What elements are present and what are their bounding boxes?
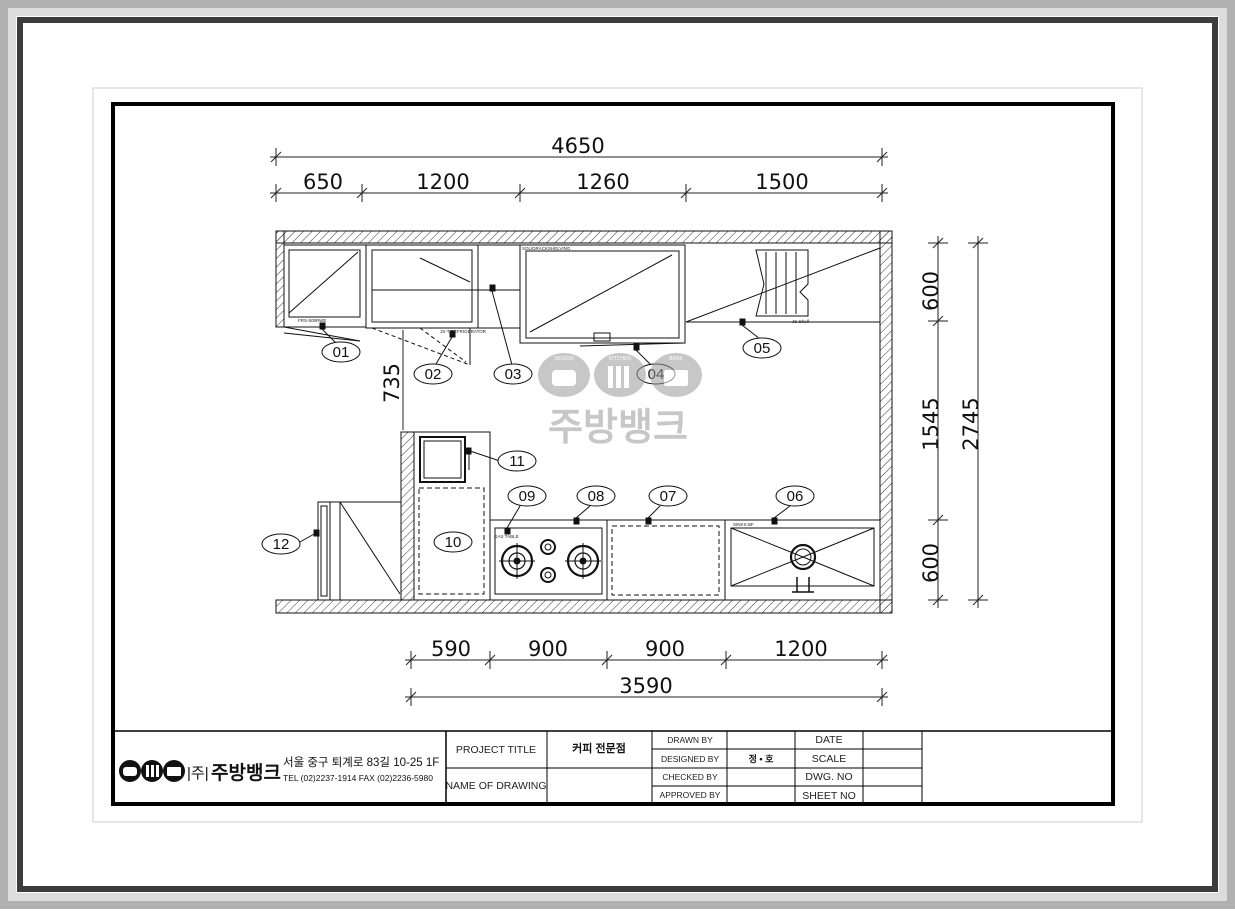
name-of-drawing-label: NAME OF DRAWING — [445, 780, 546, 792]
svg-text:03: 03 — [505, 366, 522, 383]
outer-frame-mid — [8, 8, 1227, 901]
svg-text:06: 06 — [787, 488, 804, 505]
dwg-no-label: DWG. NO — [805, 771, 852, 783]
svg-text:01: 01 — [333, 344, 350, 361]
equip-11-unit — [419, 436, 466, 483]
dim-bottom-seg-3: 900 — [645, 637, 685, 661]
wall-left-lower — [400, 431, 415, 601]
leaders — [297, 284, 791, 544]
label-e01: FRS-505RWE — [298, 318, 326, 323]
dim-top-seg-3: 1260 — [576, 170, 629, 194]
equipment-outlines — [283, 244, 881, 601]
dim-left-gap: 735 — [380, 363, 404, 403]
approved-by-label: APPROVED BY — [660, 790, 721, 800]
company-name: 주방뱅크 — [211, 762, 281, 784]
drawing-border — [111, 102, 1115, 806]
equip-07-worktable — [606, 519, 726, 601]
svg-text:09: 09 — [519, 488, 536, 505]
wall-top — [275, 230, 893, 244]
tag-08: 08 — [576, 485, 616, 507]
title-block — [113, 730, 1113, 804]
tag-10: 10 — [433, 531, 473, 553]
tag-11: 11 — [497, 450, 537, 472]
svg-text:02: 02 — [425, 366, 442, 383]
dim-right-seg-1: 600 — [919, 271, 943, 311]
dim-top-seg-2: 1200 — [416, 170, 469, 194]
svg-text:12: 12 — [273, 536, 290, 553]
company-address: 서울 중구 퇴계로 83길 10-25 1F — [283, 756, 439, 769]
dim-bottom-seg-1: 590 — [431, 637, 471, 661]
small-labels: FRS-505RWE JS-T REFRIGERATOR SOLIDRACKSH… — [298, 246, 810, 539]
equip-10-table — [413, 431, 491, 601]
watermark-brand: 주방뱅크 — [548, 407, 688, 449]
tag-07: 07 — [648, 485, 688, 507]
sheet-no-label: SHEET NO — [802, 790, 855, 802]
tag-01: 01 — [321, 341, 361, 363]
tag-09: 09 — [507, 485, 547, 507]
label-e04: SOLIDRACKSHELVING — [522, 246, 571, 251]
watermark: DESIGN KITCHEN BANK 주방뱅크 — [538, 353, 702, 449]
tag-03: 03 — [493, 363, 533, 385]
equip-01-fridge — [283, 244, 367, 328]
equip-02-refrigerator — [365, 244, 479, 329]
dim-top-seg-1: 650 — [303, 170, 343, 194]
wall-left-top — [275, 230, 285, 328]
watermark-label-kitchen: KITCHEN — [609, 356, 631, 362]
svg-text:07: 07 — [660, 488, 677, 505]
project-title-value: 커피 전문점 — [572, 741, 626, 755]
label-e09: GAS TABLE — [494, 534, 519, 539]
dim-right-total: 2745 — [959, 397, 983, 450]
company-phone: TEL (02)2237-1914 FAX (02)2236-5980 — [283, 773, 433, 783]
dim-right-seg-3: 600 — [919, 543, 943, 583]
dim-top-total: 4650 — [551, 134, 604, 158]
tag-06: 06 — [775, 485, 815, 507]
tag-12: 12 — [261, 533, 301, 555]
inner-frame — [17, 17, 1218, 892]
walls — [275, 230, 893, 614]
dim-right-seg-2: 1545 — [919, 397, 943, 450]
equipment-tags: 01 02 03 04 05 06 07 08 09 10 11 12 — [261, 337, 815, 555]
drawn-by-label: DRAWN BY — [667, 735, 713, 745]
dim-bottom-seg-4: 1200 — [774, 637, 827, 661]
dim-bottom-total: 3590 — [619, 674, 672, 698]
equip-04-solid-rack — [519, 244, 686, 344]
scale-label: SCALE — [812, 753, 846, 765]
designed-by-label: DESIGNED BY — [661, 754, 719, 764]
svg-text:10: 10 — [445, 534, 462, 551]
watermark-label-design: DESIGN — [554, 356, 574, 362]
dim-bottom-seg-2: 900 — [528, 637, 568, 661]
company-prefix: |주| — [187, 765, 209, 782]
date-label: DATE — [815, 734, 842, 746]
wall-bottom — [275, 599, 893, 614]
checked-by-label: CHECKED BY — [662, 772, 718, 782]
svg-text:05: 05 — [754, 340, 771, 357]
dim-top-seg-4: 1500 — [755, 170, 808, 194]
svg-text:08: 08 — [588, 488, 605, 505]
tag-05: 05 — [742, 337, 782, 359]
wall-right — [879, 230, 893, 614]
paper-edge — [92, 87, 1143, 823]
equip-06-sink — [724, 519, 881, 601]
project-title-label: PROJECT TITLE — [456, 744, 536, 756]
dimension-lines — [270, 148, 988, 706]
label-e05: JS-Shelf — [792, 319, 810, 324]
burners — [499, 539, 817, 593]
svg-text:11: 11 — [509, 453, 525, 470]
designed-by-value: 정 • 호 — [749, 753, 774, 764]
tag-02: 02 — [413, 363, 453, 385]
company-logo-icon — [119, 760, 185, 782]
label-e06: SINKS-BF — [733, 522, 754, 527]
label-e02: JS-T REFRIGERATOR — [440, 329, 487, 334]
equip-12 — [317, 501, 331, 601]
watermark-label-bank: BANK — [669, 356, 683, 362]
